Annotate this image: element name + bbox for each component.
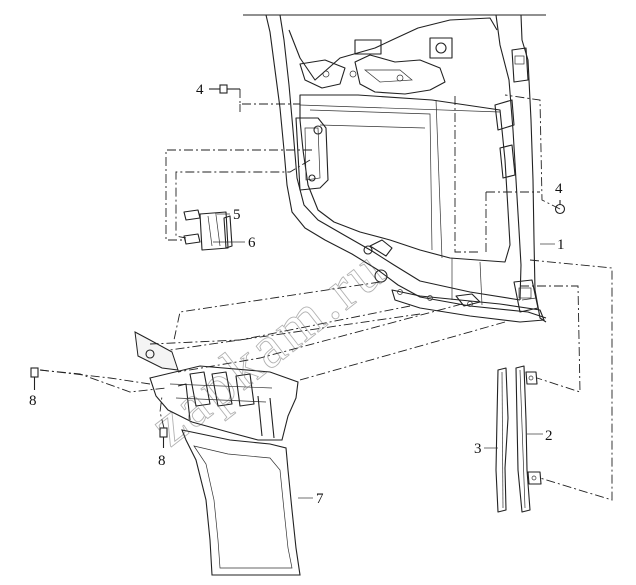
callout-8-lower: 8: [158, 453, 166, 469]
screw-part-4-right: [554, 200, 566, 215]
callout-4-right: 4: [555, 181, 563, 197]
screw-part-8-left: [30, 367, 39, 390]
bracket-parts-5-6: [183, 209, 233, 251]
callout-8-left: 8: [29, 393, 37, 409]
callout-2: 2: [545, 428, 553, 444]
callout-6: 6: [248, 235, 256, 251]
weatherstrip-parts-2-3: [495, 365, 542, 513]
assembly-guide-lines: [39, 89, 613, 501]
callout-1: 1: [557, 237, 565, 253]
door-frame-part-1: [243, 14, 547, 323]
callout-3: 3: [474, 441, 482, 457]
screw-part-8-lower: [159, 427, 168, 448]
screw-part-4-left: [209, 84, 240, 94]
callout-labels: 1 2 3 4 4 5 6 7 8 8: [29, 82, 565, 507]
callout-7: 7: [316, 491, 324, 507]
callout-5: 5: [233, 207, 241, 223]
callout-4-left: 4: [196, 82, 204, 98]
leader-lines: [213, 213, 555, 499]
mudflap-part-7: [134, 331, 301, 576]
